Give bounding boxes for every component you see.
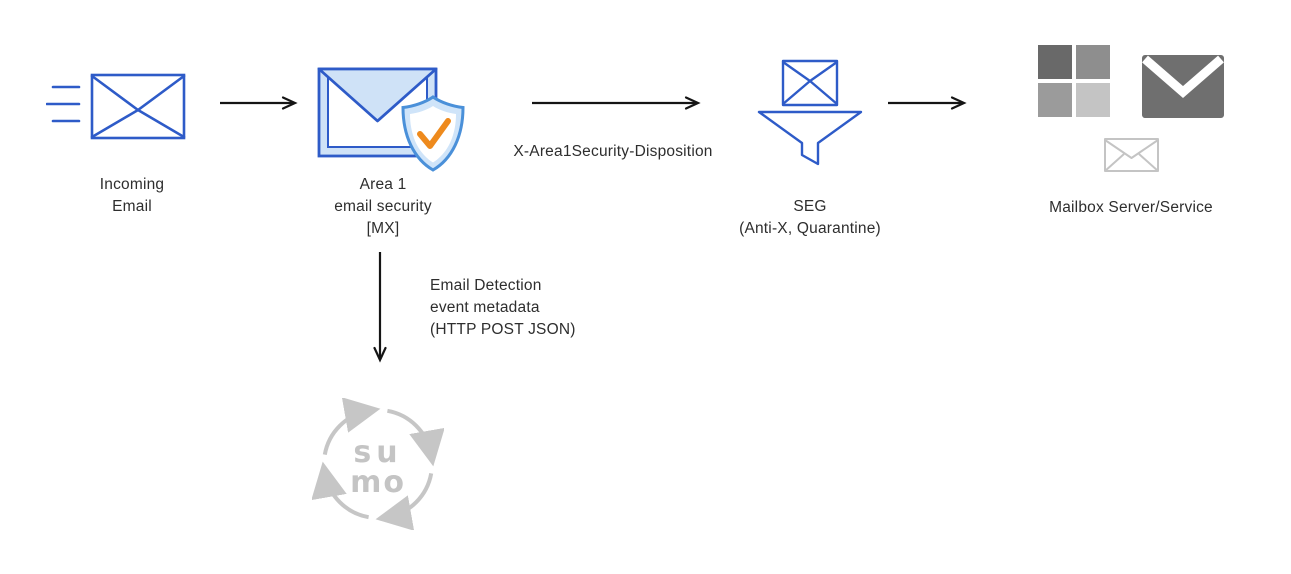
arrow-seg-to-mailbox [888, 96, 967, 110]
metadata-label-line1: Email Detection [430, 277, 542, 294]
ms-square-1 [1038, 45, 1072, 79]
gmail-icon [1142, 55, 1224, 118]
seg-label: SEG (Anti-X, Quarantine) [705, 196, 915, 240]
ms-square-3 [1038, 83, 1072, 117]
microsoft-icon [1038, 45, 1110, 117]
area1-email-security-icon [317, 67, 465, 172]
arrow-area1-to-sumo [373, 252, 387, 363]
incoming-email-label-line2: Email [112, 198, 152, 215]
metadata-edge-label: Email Detection event metadata (HTTP POS… [430, 275, 650, 341]
seg-label-line1: SEG [793, 198, 827, 215]
envelope-flap [317, 67, 438, 123]
circular-arrow [387, 408, 444, 467]
checkmark-icon [417, 118, 451, 149]
area1-label: Area 1 email security [MX] [302, 174, 464, 240]
ms-square-4 [1076, 83, 1110, 117]
seg-filter-icon [757, 59, 863, 166]
incoming-email-icon [46, 73, 186, 140]
mail-flap [1142, 55, 1224, 98]
area1-label-line1: Area 1 [359, 176, 407, 193]
shield-inner [410, 106, 456, 163]
arrow-incoming-to-area1 [220, 96, 298, 110]
area1-label-line2: email security [334, 198, 432, 215]
circular-arrow [375, 473, 434, 530]
sumo-logic-logo-icon: su mo [312, 398, 444, 530]
mailbox-label: Mailbox Server/Service [1049, 199, 1213, 216]
incoming-email-label-line1: Incoming [99, 176, 165, 193]
circular-arrow [322, 398, 381, 455]
arrow-area1-to-seg [532, 96, 701, 110]
envelope-fold [782, 79, 838, 105]
incoming-email-label: Incoming Email [57, 174, 207, 218]
seg-label-line2: (Anti-X, Quarantine) [739, 220, 881, 237]
envelope-outline-icon [1104, 138, 1159, 172]
sumo-text-bottom: mo [350, 465, 406, 500]
envelope-fold [90, 108, 186, 139]
disposition-header-label: X-Area1Security-Disposition [513, 143, 713, 160]
funnel-icon [757, 110, 863, 166]
metadata-label-line3: (HTTP POST JSON) [430, 321, 576, 338]
sumo-text-top: su [353, 435, 402, 470]
ms-square-2 [1076, 45, 1110, 79]
area1-label-line3: [MX] [366, 220, 400, 237]
circular-arrow [312, 461, 369, 520]
metadata-label-line2: event metadata [430, 299, 540, 316]
